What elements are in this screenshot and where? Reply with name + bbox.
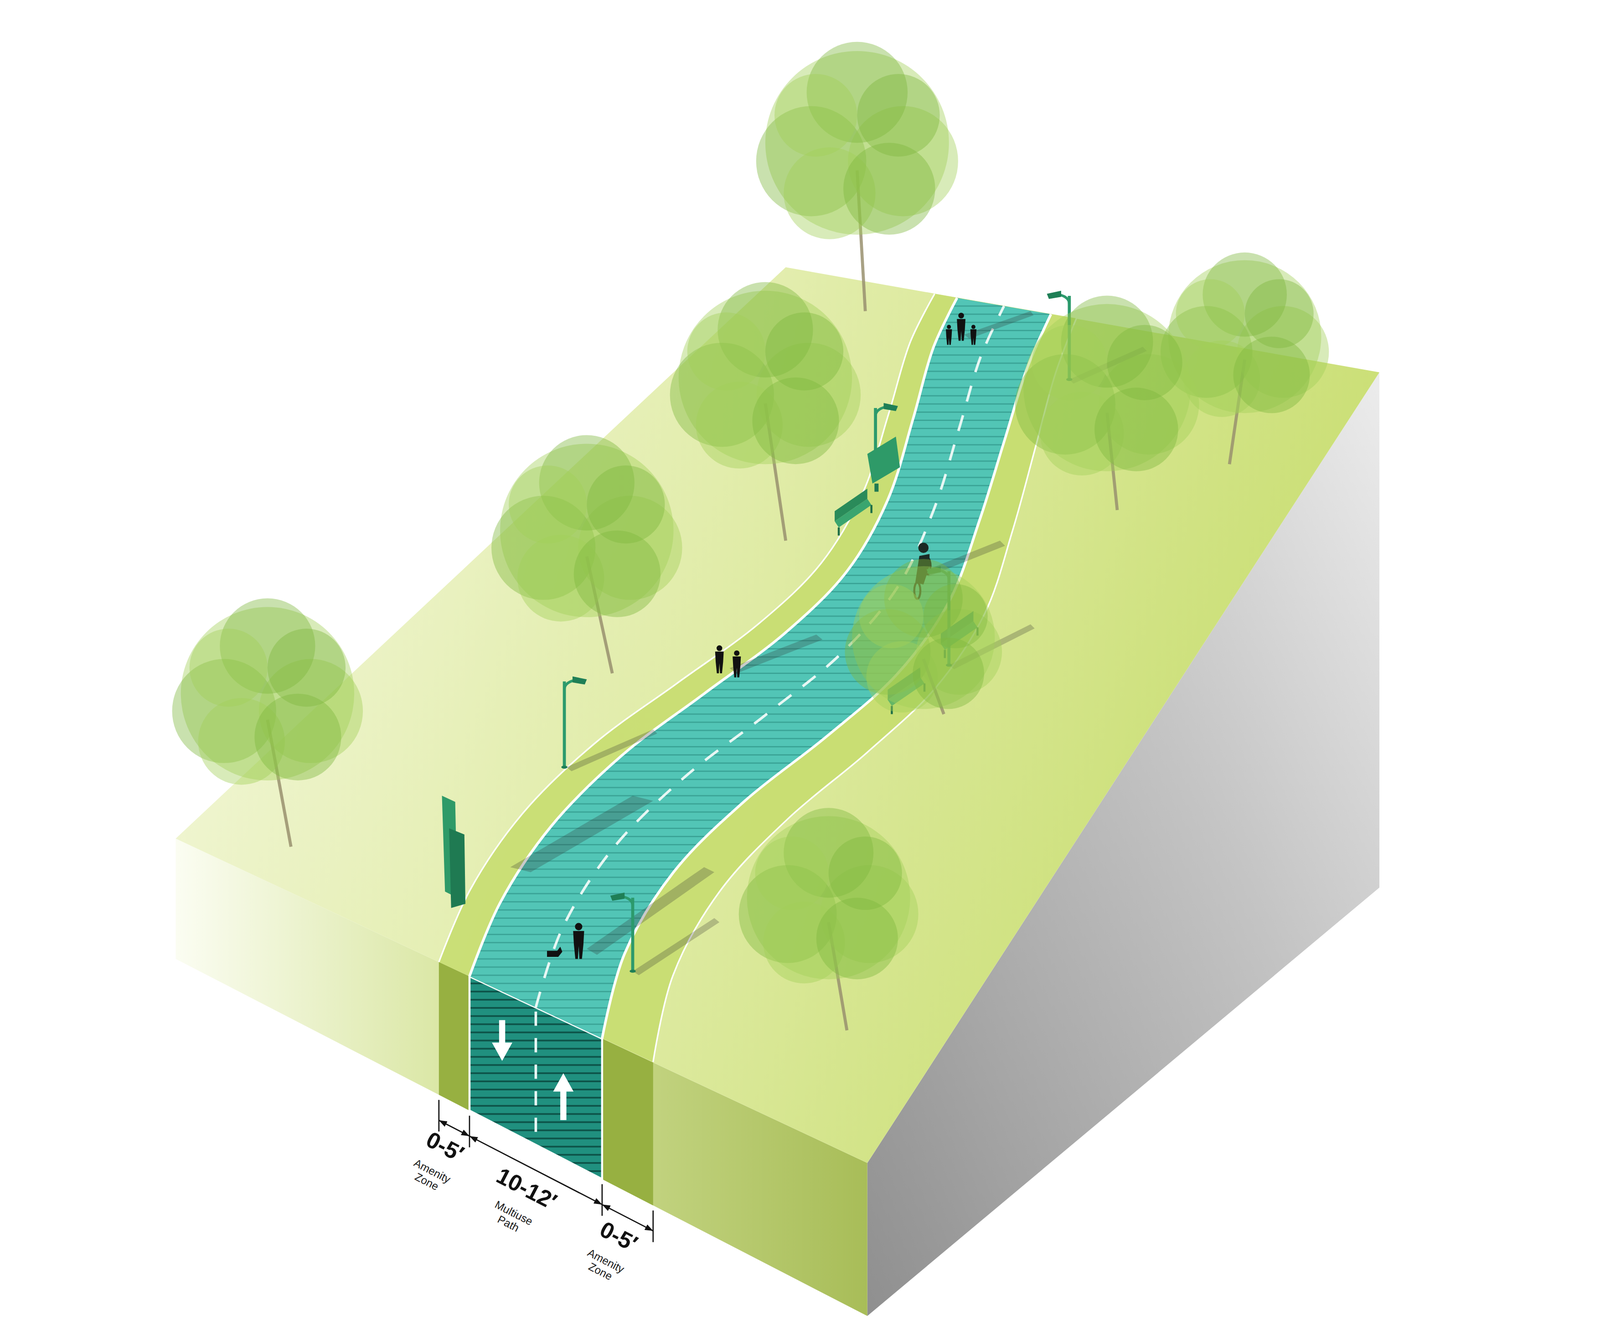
amenity-section — [602, 1038, 654, 1206]
tree-canopy — [765, 312, 844, 391]
tree-canopy — [816, 897, 899, 980]
bench — [834, 488, 872, 536]
lamp-head — [883, 402, 898, 412]
tree-canopy — [843, 142, 935, 235]
tree — [844, 558, 1002, 714]
extension-line — [438, 1099, 440, 1132]
tree-canopy — [923, 583, 988, 649]
rider-head — [918, 542, 929, 553]
person-head — [574, 923, 583, 931]
person-body — [572, 930, 584, 959]
path-edge — [469, 297, 958, 976]
lamp-head — [1047, 290, 1062, 300]
direction-arrow — [491, 1020, 513, 1062]
tree-canopy — [1031, 325, 1107, 401]
wayfinding-sign — [442, 795, 466, 908]
tree-canopy — [1107, 325, 1183, 401]
cast-shadow — [566, 729, 658, 772]
person-body — [945, 329, 952, 345]
tree-canopy — [508, 465, 587, 544]
tree-canopy — [1176, 279, 1245, 349]
person-silhouette — [572, 923, 584, 960]
person-body — [956, 319, 966, 341]
cast-shadow — [632, 918, 720, 976]
path-edge — [602, 314, 1052, 1039]
person-silhouette — [715, 645, 724, 674]
extension-line — [469, 1115, 471, 1147]
lamp-base — [629, 969, 636, 973]
tree-canopy — [254, 693, 341, 781]
multiuse-path — [469, 297, 1052, 1039]
person-head — [733, 650, 740, 656]
person-silhouette — [945, 325, 952, 346]
tree-canopy — [774, 73, 857, 157]
dimension-value: 0-5′ — [422, 1126, 468, 1167]
person-silhouette — [732, 650, 741, 678]
amenity-section — [438, 961, 470, 1111]
tree-canopy — [687, 312, 766, 391]
tree-canopy — [189, 628, 268, 707]
tree-canopy — [856, 73, 940, 157]
lamp-head — [610, 892, 625, 901]
center-line — [534, 1011, 538, 1141]
tree-canopy — [828, 836, 903, 910]
extension-line — [652, 1210, 654, 1242]
person-silhouette — [970, 325, 977, 346]
lamp-post — [561, 676, 587, 770]
person-head — [946, 325, 951, 330]
slab-top — [175, 267, 1380, 1163]
zone-edge — [438, 293, 935, 962]
tree — [491, 434, 682, 674]
extension-line — [601, 1184, 604, 1216]
bench-leg — [838, 505, 872, 536]
sign-panel — [874, 483, 879, 492]
person-head — [716, 645, 723, 652]
tree-canopy — [752, 377, 839, 465]
lamp-post — [610, 892, 636, 973]
direction-arrow — [552, 1073, 574, 1120]
bench-back — [834, 488, 868, 522]
person-head — [971, 325, 976, 330]
tree — [1015, 295, 1200, 511]
person-silhouette — [956, 312, 966, 341]
tree — [670, 282, 861, 541]
tree-canopy — [1244, 279, 1314, 349]
tree-canopy — [755, 836, 829, 910]
center-line — [535, 305, 1004, 1007]
person-body — [970, 329, 977, 345]
tree-canopy — [1233, 336, 1311, 413]
tree — [172, 598, 363, 847]
dimension-value: 0-5′ — [595, 1216, 641, 1257]
person-body — [732, 656, 741, 678]
cast-shadow — [586, 867, 715, 955]
lamp-base — [561, 765, 568, 769]
person-head — [958, 312, 965, 319]
lamp-pole — [562, 681, 567, 768]
tree-canopy — [267, 628, 346, 707]
person-body — [715, 651, 724, 674]
cast-shadow — [729, 634, 823, 674]
tree-canopy — [573, 530, 661, 618]
cast-shadow — [510, 795, 653, 873]
tree-canopy — [586, 465, 665, 544]
tree-canopy — [1094, 387, 1178, 471]
tree — [738, 807, 919, 1031]
lamp-head — [572, 676, 587, 685]
amenity-zone — [438, 293, 1077, 1062]
dog-silhouette — [547, 946, 563, 957]
lamp-pole — [631, 897, 635, 971]
sign-panel — [867, 436, 901, 484]
tree — [756, 41, 959, 312]
tree-canopy — [912, 637, 985, 710]
wayfinding-sign — [867, 436, 901, 492]
sign-panel — [449, 828, 466, 909]
tree-canopy — [859, 583, 924, 649]
